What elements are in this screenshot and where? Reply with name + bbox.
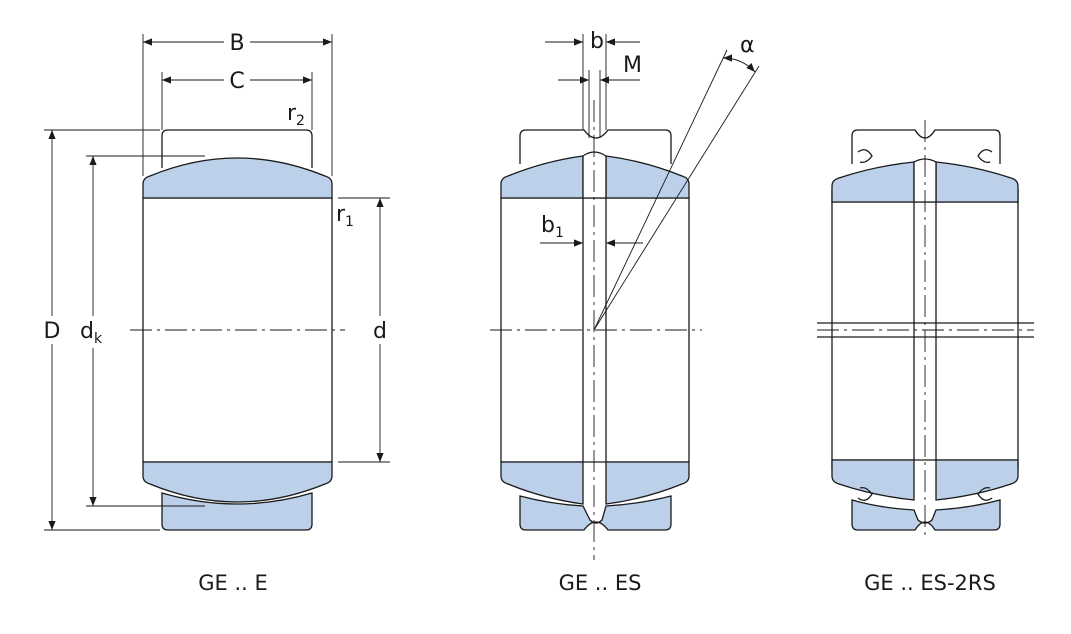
inner-ring-bottom-right bbox=[605, 461, 690, 505]
outer-ring-bottom-section bbox=[161, 492, 313, 531]
label-r2: r2 bbox=[287, 101, 305, 129]
label-r1: r1 bbox=[336, 202, 354, 230]
inner-ring-bottom-right bbox=[935, 459, 1019, 501]
label-dk: dk bbox=[80, 319, 103, 347]
label-b1: b1 bbox=[541, 213, 564, 241]
figure-ge-es: b M b1 α GE .. ES bbox=[490, 29, 760, 595]
seal-bottom bbox=[857, 486, 993, 501]
outer-ring-top bbox=[161, 129, 313, 168]
inner-ring-top-right bbox=[605, 155, 690, 199]
caption-ge-es: GE .. ES bbox=[559, 571, 642, 595]
inner-ring-top-section bbox=[142, 157, 333, 199]
inner-ring-top-right bbox=[935, 161, 1019, 203]
inner-ring-top-left bbox=[831, 161, 915, 203]
label-alpha: α bbox=[740, 33, 755, 58]
inner-ring-top-left bbox=[500, 155, 584, 199]
figure-ge-e: B C r2 r1 D dk d GE .. E bbox=[44, 31, 390, 595]
outer-ring-top bbox=[519, 129, 672, 164]
caption-ge-es-2rs: GE .. ES-2RS bbox=[864, 571, 996, 595]
outer-ring-bottom-section bbox=[851, 499, 1001, 531]
figure-ge-es-2rs: GE .. ES-2RS bbox=[817, 120, 1034, 595]
seal-top bbox=[857, 149, 993, 164]
label-D: D bbox=[44, 319, 61, 344]
inner-ring-bottom-left bbox=[831, 459, 915, 501]
inner-ring-bottom-section bbox=[142, 461, 333, 503]
outer-ring-bottom-section bbox=[519, 495, 672, 531]
inner-ring-bottom-left bbox=[500, 461, 584, 505]
label-M: M bbox=[623, 53, 642, 78]
label-b: b bbox=[590, 29, 604, 54]
label-B: B bbox=[229, 31, 244, 56]
label-C: C bbox=[229, 69, 244, 94]
label-d: d bbox=[373, 319, 387, 344]
caption-ge-e: GE .. E bbox=[198, 571, 268, 595]
